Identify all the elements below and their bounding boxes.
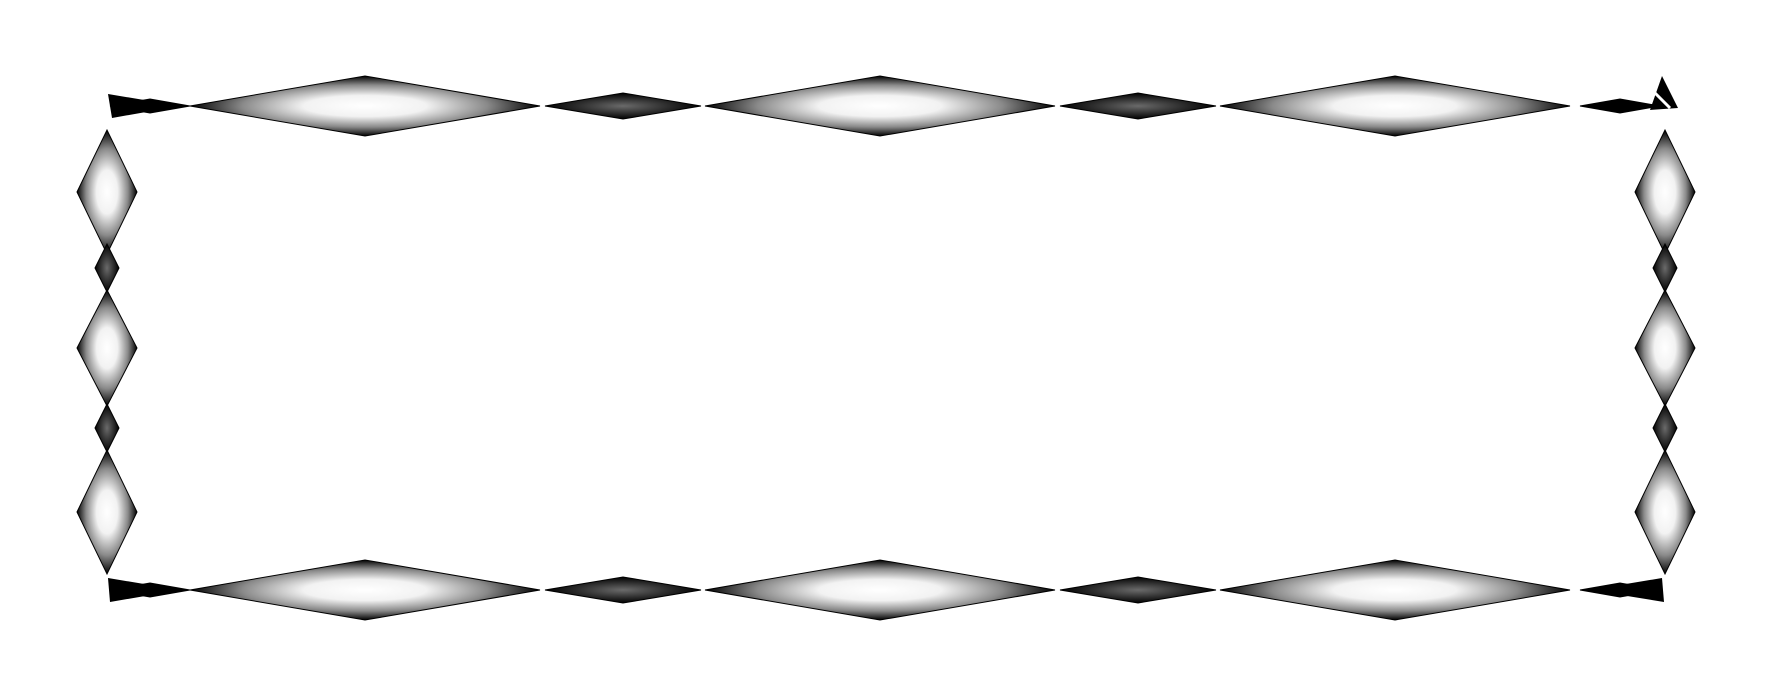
large-diamond-icon [76, 448, 138, 576]
top-border-edge [109, 75, 1661, 137]
bottom-border-edge [109, 559, 1661, 621]
border-corners [108, 76, 1678, 602]
small-diamond-icon [1579, 98, 1661, 114]
large-diamond-icon [76, 128, 138, 256]
large-diamond-icon [704, 559, 1056, 621]
corner-triangle-icon [108, 578, 180, 602]
small-diamond-icon [544, 576, 702, 604]
small-diamond-icon [1652, 402, 1678, 454]
small-diamond-icon [94, 402, 120, 454]
small-diamond-icon [1059, 92, 1217, 120]
large-diamond-icon [1634, 448, 1696, 576]
large-diamond-icon [1634, 288, 1696, 408]
large-diamond-icon [1219, 75, 1571, 137]
small-diamond-icon [1059, 576, 1217, 604]
corner-notch-icon [1652, 90, 1672, 110]
large-diamond-icon [704, 75, 1056, 137]
left-border-edge [76, 128, 138, 576]
right-border-edge [1634, 128, 1696, 576]
corner-triangle-icon [1590, 578, 1664, 602]
small-diamond-icon [544, 92, 702, 120]
large-diamond-icon [1634, 128, 1696, 256]
large-diamond-icon [189, 559, 541, 621]
corner-triangle-icon [108, 94, 180, 118]
small-diamond-icon [94, 242, 120, 294]
large-diamond-icon [76, 288, 138, 408]
large-diamond-icon [189, 75, 541, 137]
small-diamond-icon [1652, 242, 1678, 294]
large-diamond-icon [1219, 559, 1571, 621]
corner-triangle-icon [1650, 76, 1678, 110]
